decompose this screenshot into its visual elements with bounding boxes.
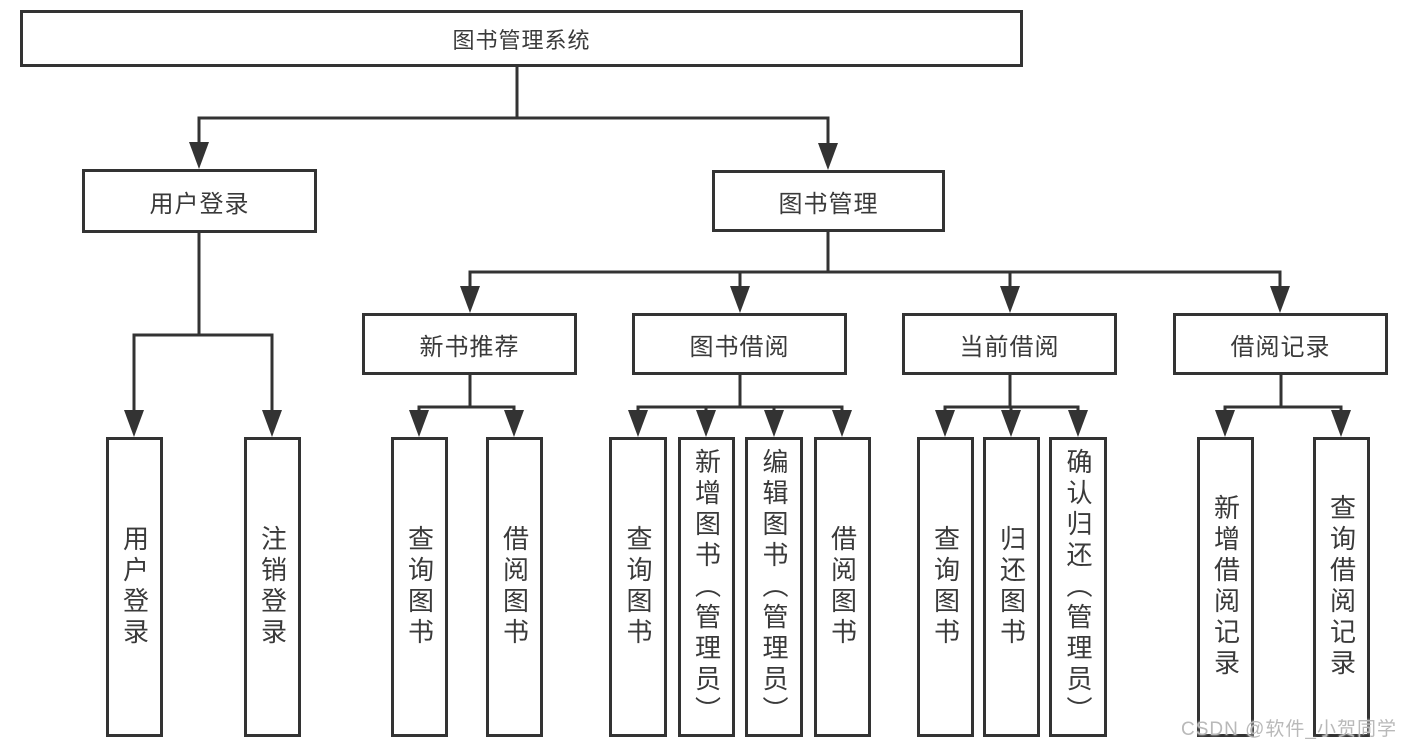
node-label: 编辑图书（管理员） xyxy=(759,447,789,727)
leaf-add-books-admin: 新增图书（管理员） xyxy=(678,437,735,737)
connector-borrowhistory-to-leaves xyxy=(1215,375,1351,437)
node-label: 图书借阅 xyxy=(689,333,790,361)
node-library-management-system: 图书管理系统 xyxy=(20,10,1023,67)
leaf-query-books-newbookrec: 查询图书 xyxy=(391,437,448,737)
leaf-user-login: 用户登录 xyxy=(106,437,163,737)
node-book-borrowing: 图书借阅 xyxy=(632,313,847,375)
node-book-management: 图书管理 xyxy=(712,170,945,232)
leaf-borrow-books-newbookrec: 借阅图书 xyxy=(486,437,543,737)
leaf-logout: 注销登录 xyxy=(244,437,301,737)
leaf-return-books: 归还图书 xyxy=(983,437,1040,737)
node-label: 归还图书 xyxy=(996,525,1027,649)
csdn-watermark: CSDN @软件_小贺同学 xyxy=(1181,719,1397,740)
node-label: 借阅图书 xyxy=(499,525,530,649)
node-label: 用户登录 xyxy=(119,525,150,649)
node-label: 用户登录 xyxy=(149,190,250,218)
leaf-edit-books-admin: 编辑图书（管理员） xyxy=(745,437,803,737)
node-label: 查询图书 xyxy=(404,525,435,649)
connector-bookmgmt-to-level3 xyxy=(460,232,1290,313)
leaf-borrow-books-bookborrow: 借阅图书 xyxy=(814,437,871,737)
connector-bookborrow-to-leaves xyxy=(628,375,852,437)
node-label: 新增借阅记录 xyxy=(1210,494,1241,680)
connector-root-to-level2 xyxy=(189,67,838,170)
node-new-book-recommendation: 新书推荐 xyxy=(362,313,577,375)
node-current-borrowing: 当前借阅 xyxy=(902,313,1117,375)
node-label: 借阅记录 xyxy=(1230,333,1331,361)
node-user-login-group: 用户登录 xyxy=(82,169,317,233)
node-label: 图书管理系统 xyxy=(452,27,591,53)
leaf-query-books-bookborrow: 查询图书 xyxy=(609,437,667,737)
node-label: 查询图书 xyxy=(623,525,653,649)
node-label: 查询借阅记录 xyxy=(1326,494,1357,680)
node-label: 确认归还（管理员） xyxy=(1063,447,1093,727)
connector-userlogin-to-leaves xyxy=(124,233,282,437)
leaf-query-borrow-record: 查询借阅记录 xyxy=(1313,437,1370,737)
leaf-query-books-currentborrow: 查询图书 xyxy=(917,437,974,737)
node-label: 注销登录 xyxy=(257,525,288,649)
node-label: 新增图书（管理员） xyxy=(691,447,722,727)
leaf-add-borrow-record: 新增借阅记录 xyxy=(1197,437,1254,737)
node-label: 当前借阅 xyxy=(959,333,1060,361)
node-label: 查询图书 xyxy=(930,525,961,649)
leaf-confirm-return-admin: 确认归还（管理员） xyxy=(1049,437,1107,737)
node-label: 图书管理 xyxy=(778,190,879,218)
connector-currentborrow-to-leaves xyxy=(935,375,1088,437)
connector-newbookrec-to-leaves xyxy=(409,375,524,437)
node-label: 借阅图书 xyxy=(827,525,858,649)
node-label: 新书推荐 xyxy=(419,333,520,361)
node-borrowing-records: 借阅记录 xyxy=(1173,313,1388,375)
